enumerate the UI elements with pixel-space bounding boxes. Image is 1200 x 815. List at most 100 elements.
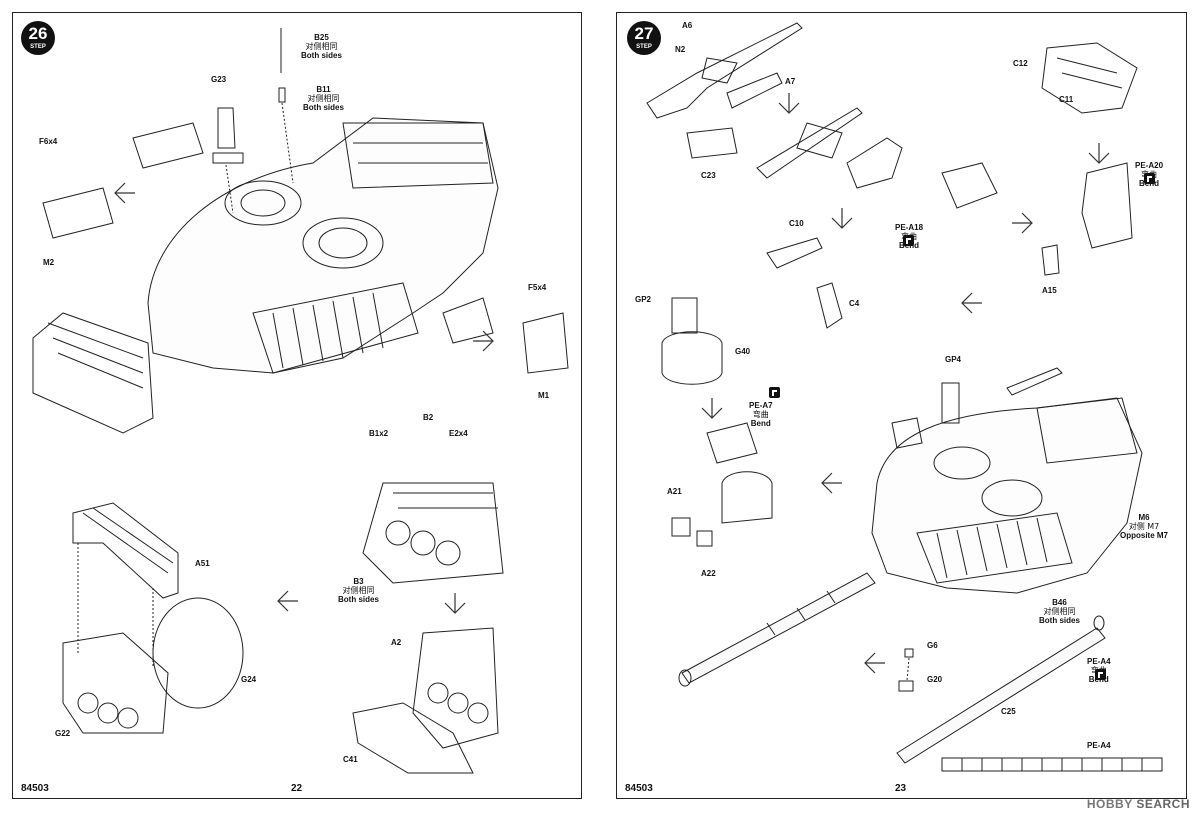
- part-a21: [671, 517, 691, 537]
- part-gp4: [941, 382, 960, 424]
- part-label-pea4: PE-A4: [1087, 741, 1111, 750]
- bend-icon: [769, 387, 780, 398]
- muzzle-ring: [1093, 615, 1105, 631]
- part-label-m1: M1: [538, 391, 550, 400]
- part-c4: [816, 282, 843, 329]
- rear-bin-assembly: [412, 627, 499, 749]
- loader-hatch: [302, 217, 384, 269]
- part-label-c41: C41: [343, 755, 358, 764]
- kit-number: 84503: [21, 783, 49, 794]
- page-number: 22: [291, 783, 303, 794]
- part-label-c23: C23: [701, 171, 716, 180]
- part-label-a51: A51: [195, 559, 210, 568]
- part-label-g6: G6: [927, 641, 938, 650]
- part-m1: [522, 312, 569, 374]
- part-label-b1: B1x2: [369, 429, 389, 438]
- bend-icon: [903, 235, 914, 246]
- part-bracket-right: [442, 297, 494, 344]
- part-c25: [896, 627, 1106, 764]
- part-label-g23: G23: [211, 75, 227, 84]
- part-label-gp4: GP4: [945, 355, 962, 364]
- turret-body: [147, 117, 499, 374]
- smoke-discharger-assembly: [362, 482, 504, 584]
- part-label-m2: M2: [43, 258, 55, 267]
- assembly-arrow: [864, 652, 885, 674]
- mg-mount: [846, 137, 903, 189]
- part-m2: [42, 187, 114, 239]
- part-label-a22: A22: [701, 569, 716, 578]
- watermark: HOBBY SEARCH: [1086, 797, 1190, 811]
- turret-rack: [32, 312, 154, 434]
- part-label-a15: A15: [1042, 286, 1057, 295]
- periscope: [721, 471, 773, 524]
- part-label-e2: E2x4: [449, 429, 468, 438]
- assembly-arrow: [961, 292, 982, 314]
- step-badge: 27 STEP: [627, 21, 661, 55]
- part-c10: [766, 237, 823, 269]
- part-label-n2: N2: [675, 45, 686, 54]
- part-label-c10: C10: [789, 219, 804, 228]
- assembly-arrow: [277, 590, 298, 612]
- part-c41: [352, 702, 474, 774]
- assembly-arrow: [701, 398, 723, 419]
- commander-hatch: [224, 180, 302, 226]
- machine-gun-assembly: [756, 107, 863, 179]
- part-a22: [696, 530, 713, 547]
- part-label-g22: G22: [55, 729, 71, 738]
- part-label-b2: B2: [423, 413, 434, 422]
- part-label-a6: A6: [682, 21, 693, 30]
- part-gp2: [671, 297, 698, 334]
- page-number: 23: [895, 783, 907, 794]
- part-label-c12: C12: [1013, 59, 1028, 68]
- bend-icon: [1144, 173, 1155, 184]
- assembly-arrow: [778, 93, 800, 114]
- part-a7: [726, 72, 783, 109]
- part-label-f5: F5x4: [528, 283, 547, 292]
- main-gun-barrel: [681, 572, 876, 684]
- part-pea7: [706, 422, 758, 464]
- instruction-page-23: 27 STEP A6 N2 A7 C23 C12 C11 PE-A20弯曲Ben…: [616, 12, 1187, 799]
- machine-gun-n2: [646, 22, 803, 119]
- part-pea20-bracket: [1081, 162, 1133, 249]
- assembly-arrow: [1088, 143, 1110, 164]
- part-label-a7: A7: [785, 77, 796, 86]
- assembly-arrow: [473, 330, 494, 352]
- assembly-arrow: [444, 593, 466, 614]
- part-label-g24: G24: [241, 675, 257, 684]
- part-g22-box: [62, 632, 169, 734]
- part-label-a2: A2: [391, 638, 402, 647]
- part-c23: [686, 127, 738, 159]
- bend-icon: [1095, 669, 1106, 680]
- part-g40: [661, 331, 723, 385]
- part-label-g40: G40: [735, 347, 751, 356]
- step-badge: 26 STEP: [21, 21, 55, 55]
- part-label-g20: G20: [927, 675, 943, 684]
- mg-mount-bracket: [941, 162, 998, 209]
- part-f6-rack: [132, 122, 204, 169]
- part-label-gp2: GP2: [635, 295, 652, 304]
- part-a15: [1041, 244, 1060, 276]
- turret-body: [871, 397, 1143, 594]
- assembly-arrow: [831, 208, 853, 229]
- kit-number: 84503: [625, 783, 653, 794]
- assembly-arrow: [1012, 212, 1033, 234]
- part-pea4-strip: [941, 757, 1163, 772]
- assembly-arrow: [821, 472, 842, 494]
- part-label-c11: C11: [1059, 95, 1074, 104]
- part-label-f6: F6x4: [39, 137, 58, 146]
- assembly-arrow: [114, 182, 135, 204]
- part-c12-c11: [1041, 42, 1138, 114]
- part-label-a21: A21: [667, 487, 682, 496]
- step-26-drawing: [32, 28, 569, 774]
- part-label-c4: C4: [849, 299, 860, 308]
- step-27-drawing: [646, 22, 1163, 772]
- part-label-c25: C25: [1001, 707, 1016, 716]
- roof-machine-gun: [1006, 367, 1063, 396]
